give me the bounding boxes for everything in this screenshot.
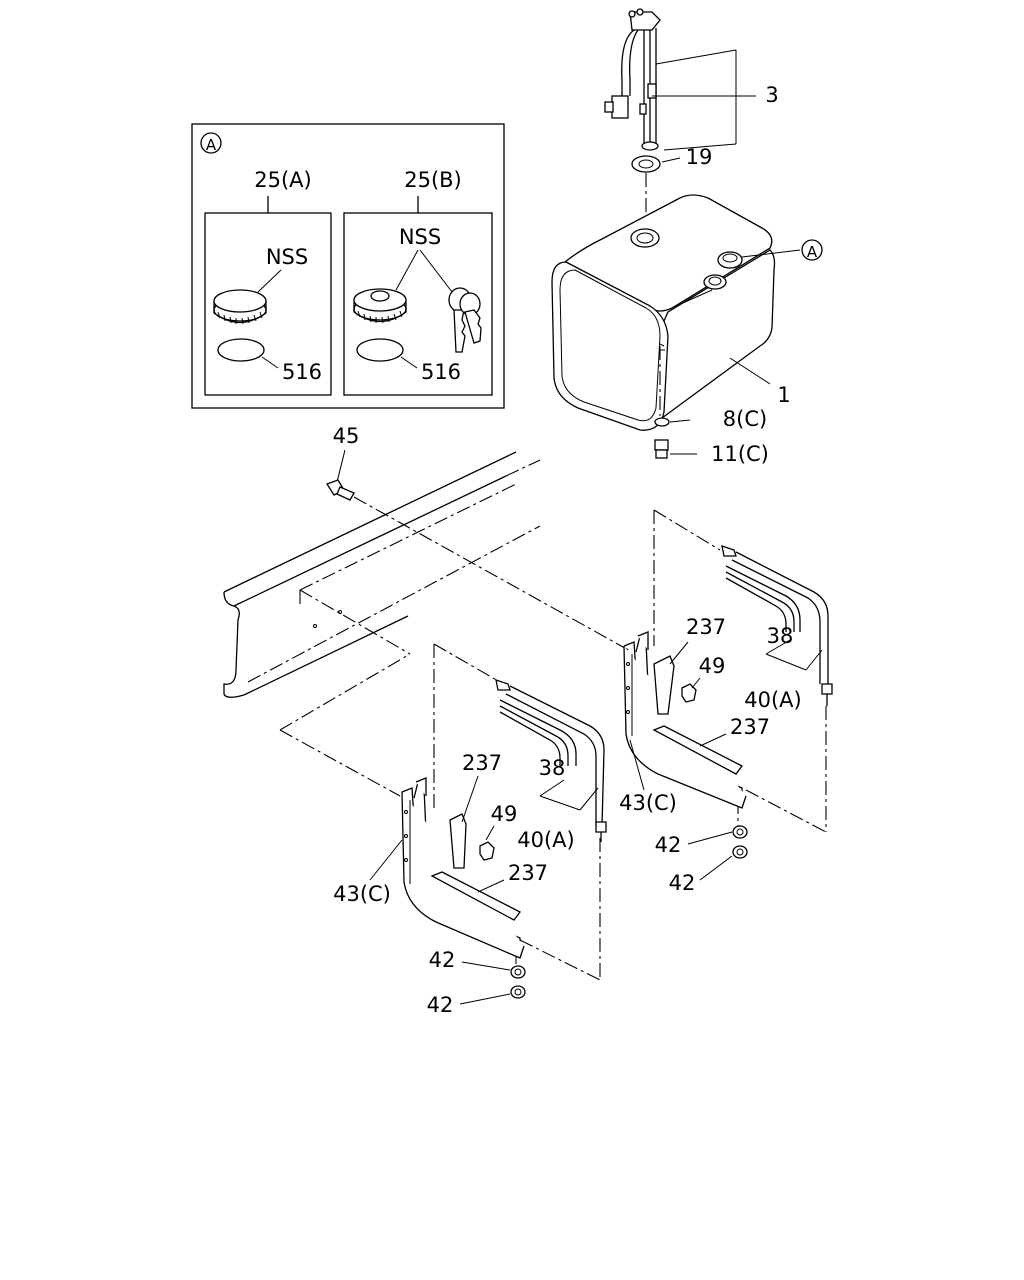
o-ring-seal-icon (356, 338, 404, 362)
nut-42-right-b (732, 845, 748, 859)
callout-11c: 11(C) (711, 442, 769, 466)
callout-38-right: 38 (767, 624, 794, 648)
callout-43c-right: 43(C) (619, 791, 677, 815)
tank-strap-right (721, 545, 833, 706)
inset-detail-a: A 25(A) NSS 516 25(B) NSS (191, 123, 505, 409)
nut-42-left-b (510, 985, 526, 999)
inset-marker-circle (200, 132, 222, 154)
option-a-nss-label: NSS (266, 245, 308, 269)
drain-washer (654, 417, 670, 427)
locking-fuel-cap-icon (353, 288, 407, 324)
callout-a: A (807, 243, 818, 261)
callout-42-right-b: 42 (669, 871, 696, 895)
option-b-nss-label: NSS (399, 225, 441, 249)
callout-49-right: 49 (699, 654, 726, 678)
o-ring-seal-icon (217, 338, 265, 362)
callout-237-right-upper: 237 (686, 615, 726, 639)
fuel-tank-bracket-left (401, 777, 525, 959)
detail-a-reference-marker (801, 239, 823, 261)
callout-8c: 8(C) (723, 407, 767, 431)
option-a-box (204, 212, 332, 396)
nut-42-left-a (510, 965, 526, 979)
option-a-title: 25(A) (254, 168, 311, 192)
nut-49-left (479, 841, 495, 861)
callout-38-left: 38 (539, 756, 566, 780)
option-b-seal-label: 516 (421, 360, 461, 384)
rubber-pad-vertical-right (653, 655, 675, 715)
nut-42-right-a (732, 825, 748, 839)
option-a-seal-label: 516 (282, 360, 322, 384)
chassis-frame-rail (223, 451, 541, 698)
callout-237-right-lower: 237 (730, 715, 770, 739)
mounting-bolt (326, 479, 355, 501)
fuel-gauge-sender-unit (604, 8, 661, 151)
gauge-gasket (631, 155, 661, 173)
tank-strap-left (495, 679, 607, 842)
inset-marker-label: A (206, 136, 217, 154)
key-icon (448, 287, 482, 353)
callout-3: 3 (765, 83, 778, 107)
option-b-title: 25(B) (404, 168, 462, 192)
callout-49-left: 49 (491, 802, 518, 826)
callout-40a-right: 40(A) (744, 688, 801, 712)
callout-45: 45 (333, 424, 360, 448)
callout-40a-left: 40(A) (517, 828, 574, 852)
fuel-tank-bracket-right (623, 631, 747, 809)
drain-plug (654, 439, 669, 459)
rubber-pad-horizontal-right (652, 725, 743, 775)
callout-237-left-lower: 237 (508, 861, 548, 885)
callout-237-left-upper: 237 (462, 751, 502, 775)
rubber-pad-horizontal-left (430, 871, 521, 921)
fuel-cap-icon (213, 289, 267, 325)
callout-43c-left: 43(C) (333, 882, 391, 906)
callout-42-left-b: 42 (427, 993, 454, 1017)
fuel-tank (551, 194, 776, 431)
callout-42-right-a: 42 (655, 833, 682, 857)
callout-19: 19 (686, 145, 713, 169)
callout-1: 1 (777, 383, 790, 407)
option-b-box (343, 212, 493, 396)
callout-42-left-a: 42 (429, 948, 456, 972)
nut-49-right (681, 683, 697, 703)
rubber-pad-vertical-left (449, 813, 467, 869)
